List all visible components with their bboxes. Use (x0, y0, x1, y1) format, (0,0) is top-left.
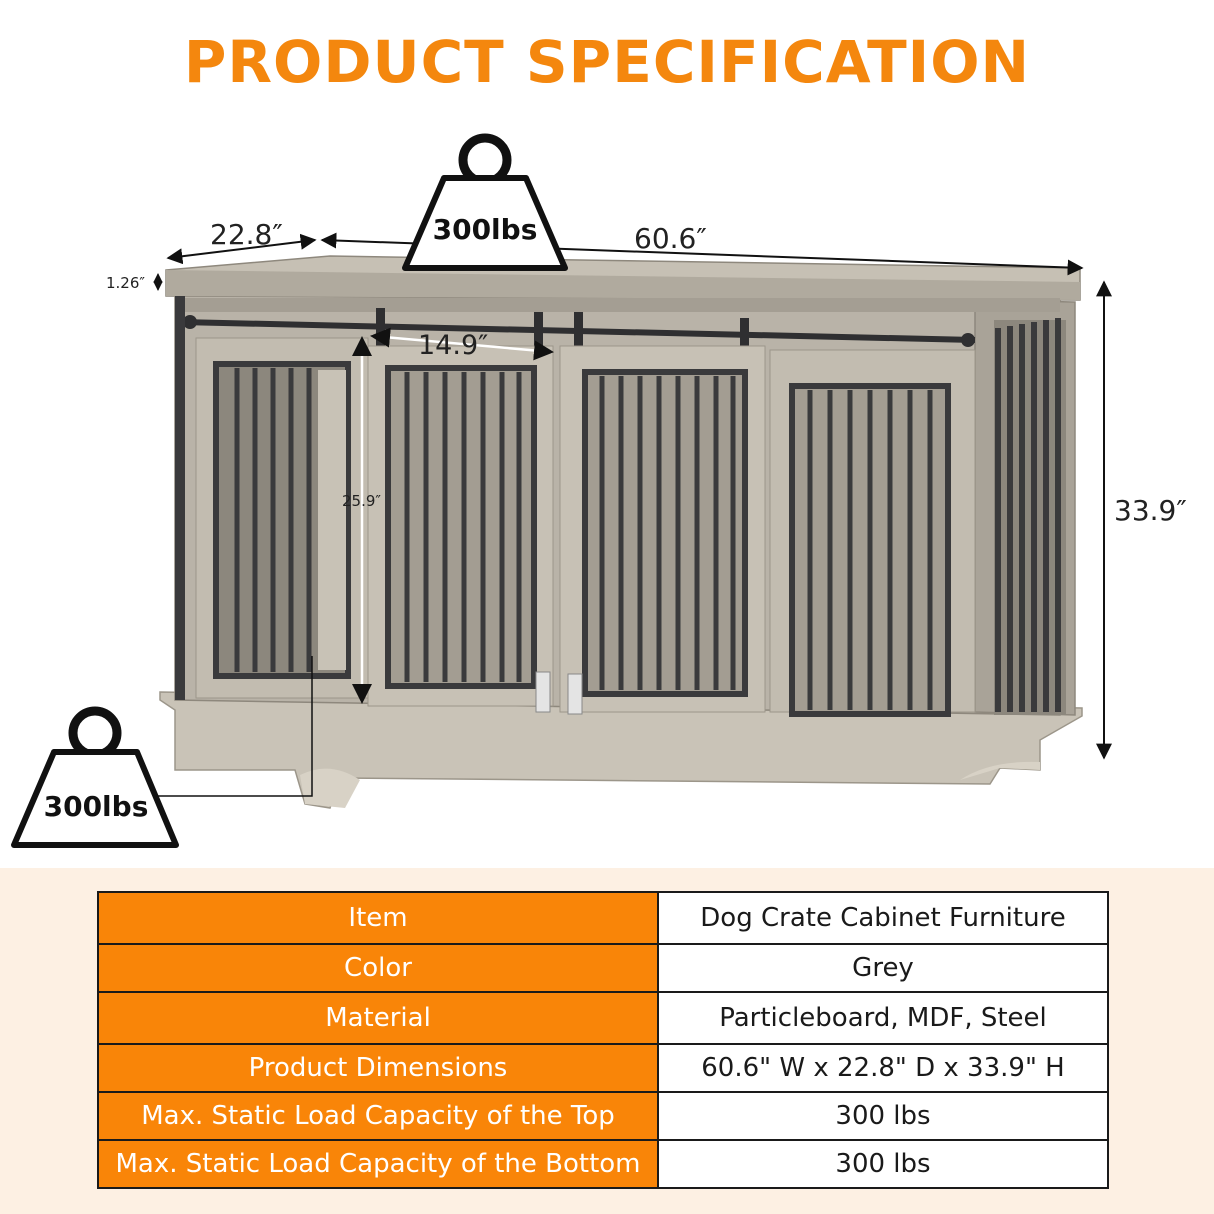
spec-label-color: Color (97, 943, 659, 993)
spec-value-dimensions: 60.6" W x 22.8" D x 33.9" H (657, 1043, 1109, 1093)
table-row: Max. Static Load Capacity of the Bottom … (97, 1139, 1109, 1189)
product-illustration (11, 133, 1112, 848)
spec-value-material: Particleboard, MDF, Steel (657, 991, 1109, 1045)
spec-value-top-load: 300 lbs (657, 1091, 1109, 1141)
dimension-lines (150, 232, 1112, 797)
spec-label-material: Material (97, 991, 659, 1045)
top-weight-label: 300lbs (432, 213, 538, 246)
door-width-label: 14.9″ (418, 330, 489, 361)
weight-icon-bottom (11, 706, 179, 848)
spec-value-item: Dog Crate Cabinet Furniture (657, 891, 1109, 945)
spec-label-dimensions: Product Dimensions (97, 1043, 659, 1093)
door-height-label: 25.9″ (342, 492, 382, 510)
spec-label-item: Item (97, 891, 659, 945)
spec-value-color: Grey (657, 943, 1109, 993)
depth-label: 22.8″ (210, 218, 283, 251)
page-title: PRODUCT SPECIFICATION (183, 28, 1031, 96)
height-label: 33.9″ (1114, 494, 1187, 527)
spec-table: Item Dog Crate Cabinet Furniture Color G… (97, 891, 1109, 1189)
table-row: Max. Static Load Capacity of the Top 300… (97, 1091, 1109, 1141)
top-thickness-label: 1.26″ (106, 274, 146, 292)
table-row: Color Grey (97, 943, 1109, 993)
dog-crate-cabinet (159, 255, 1083, 809)
bottom-weight-label: 300lbs (43, 790, 149, 823)
spec-label-bottom-load: Max. Static Load Capacity of the Bottom (97, 1139, 659, 1189)
width-label: 60.6″ (634, 222, 707, 255)
table-row: Item Dog Crate Cabinet Furniture (97, 891, 1109, 945)
table-row: Material Particleboard, MDF, Steel (97, 991, 1109, 1045)
table-row: Product Dimensions 60.6" W x 22.8" D x 3… (97, 1043, 1109, 1093)
weight-icon-top (402, 133, 568, 271)
spec-value-bottom-load: 300 lbs (657, 1139, 1109, 1189)
spec-label-top-load: Max. Static Load Capacity of the Top (97, 1091, 659, 1141)
